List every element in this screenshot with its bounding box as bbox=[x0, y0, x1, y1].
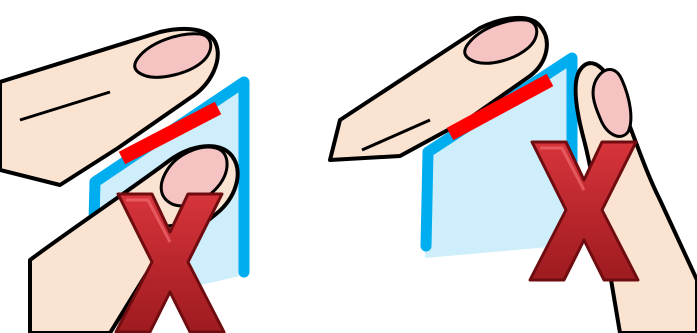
right-index-nail bbox=[463, 18, 539, 65]
left-thumb-nail bbox=[159, 145, 229, 208]
right-panel-shape bbox=[425, 55, 572, 258]
right-x-mark-icon bbox=[528, 140, 640, 282]
right-touch-highlight bbox=[446, 73, 554, 141]
right-index-crease bbox=[361, 118, 431, 152]
left-x-mark-icon bbox=[114, 192, 226, 333]
left-illustration bbox=[0, 26, 250, 333]
left-index-nail bbox=[133, 32, 213, 79]
right-thumb-nail bbox=[591, 68, 633, 138]
left-index-crease bbox=[19, 90, 111, 122]
left-touch-highlight bbox=[118, 101, 222, 165]
right-illustration bbox=[328, 15, 697, 333]
